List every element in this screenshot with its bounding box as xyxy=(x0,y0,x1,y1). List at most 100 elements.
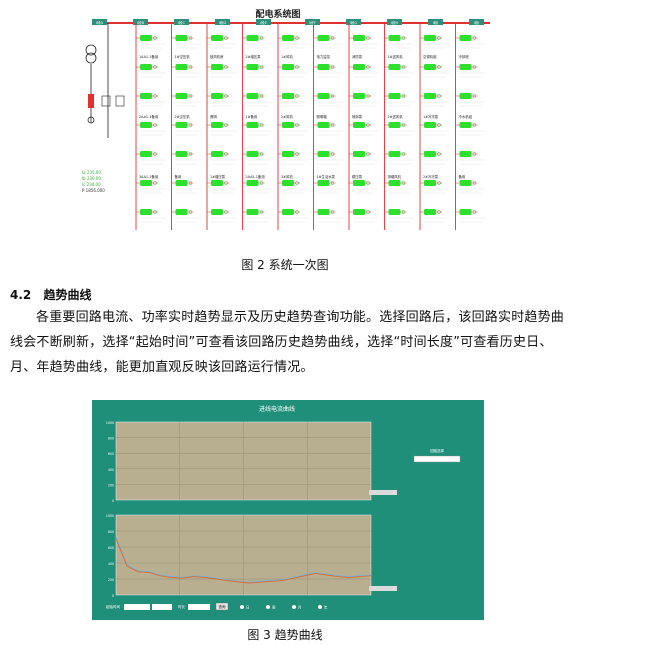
figure-2-caption: 图 2 系统一次图 xyxy=(241,258,329,272)
ct-symbol xyxy=(330,210,335,214)
radio-option xyxy=(318,605,322,609)
feeder-label: 空调机组 xyxy=(423,54,437,59)
radio-option-label: 年 xyxy=(324,605,328,610)
breaker-symbol xyxy=(140,209,152,215)
ct-symbol xyxy=(472,94,477,98)
y-tick-label: 200 xyxy=(108,483,114,487)
ct-symbol xyxy=(259,36,264,40)
length-input xyxy=(188,604,210,610)
y-tick-label: 1000 xyxy=(106,421,114,425)
ct-symbol xyxy=(437,123,441,127)
ct-symbol xyxy=(366,36,370,40)
y-tick-label: 200 xyxy=(108,578,114,582)
breaker-symbol xyxy=(317,64,330,70)
breaker-symbol xyxy=(353,93,365,99)
ct-symbol xyxy=(472,210,477,214)
ct-symbol xyxy=(401,65,406,69)
ct-symbol xyxy=(153,94,157,98)
feeder-label: 2#增压泵 xyxy=(246,54,262,59)
breaker-symbol xyxy=(424,209,436,215)
breaker-symbol xyxy=(317,93,330,99)
ct-symbol xyxy=(330,123,335,127)
breaker-symbol xyxy=(175,209,188,215)
incoming-reading: Ic 234.00 xyxy=(82,182,101,187)
ct-symbol xyxy=(437,181,441,185)
ct-icon xyxy=(87,116,95,124)
ct-symbol xyxy=(330,94,335,98)
feeder-label: 3#风机 xyxy=(281,174,293,179)
breaker-symbol xyxy=(353,151,365,157)
breaker-symbol xyxy=(353,64,365,70)
bus-tag-label: I段F xyxy=(309,20,316,25)
feeder-label: 备用 xyxy=(459,174,466,179)
ct-symbol xyxy=(188,181,193,185)
ct-symbol xyxy=(330,152,335,156)
feeder-label: 1#送风机 xyxy=(388,54,404,59)
ct-symbol xyxy=(224,152,228,156)
breaker-symbol xyxy=(388,209,401,215)
series-line xyxy=(115,537,372,583)
y-tick-label: 0 xyxy=(112,594,114,598)
bus-tag-label: I段C xyxy=(178,20,186,25)
feeder-label: 2#风机 xyxy=(281,114,293,119)
ct-symbol xyxy=(295,94,299,98)
breaker-symbol xyxy=(175,122,188,128)
ct-symbol xyxy=(224,181,228,185)
bus-tag-label: I段I xyxy=(433,20,439,25)
transformer-icon xyxy=(85,52,97,64)
breaker-symbol xyxy=(459,180,472,186)
breaker-symbol xyxy=(246,151,259,157)
y-tick-label: 800 xyxy=(108,530,114,534)
bus-tag-label: I段A xyxy=(96,20,104,25)
breaker-symbol xyxy=(388,180,401,186)
bus-tag xyxy=(387,19,402,25)
ct-symbol xyxy=(295,36,299,40)
feeder-label: 排烟风机 xyxy=(388,174,402,179)
feeder-label: 1#增压泵 xyxy=(210,174,226,179)
breaker-symbol xyxy=(353,35,365,41)
ct-symbol xyxy=(224,94,228,98)
ct-symbol xyxy=(330,181,335,185)
series-line xyxy=(115,538,372,584)
ct-symbol xyxy=(472,152,477,156)
start-time-input xyxy=(152,604,172,610)
ct-symbol xyxy=(437,36,441,40)
breaker-symbol xyxy=(353,180,365,186)
y-tick-label: 600 xyxy=(108,452,114,456)
breaker-symbol xyxy=(246,122,259,128)
breaker-symbol xyxy=(140,122,152,128)
diagram-title: 配电系统图 xyxy=(255,8,300,20)
breaker-symbol xyxy=(459,35,472,41)
ct-symbol xyxy=(330,65,335,69)
feeder-column: 1#风机 2#风机 3#风机 xyxy=(277,23,308,230)
feeder-label: 照明箱 xyxy=(317,114,328,119)
ct-symbol xyxy=(366,152,370,156)
breaker-symbol xyxy=(211,151,223,157)
breaker-symbol xyxy=(282,93,294,99)
breaker-symbol xyxy=(388,64,401,70)
feeder-label: 1#风机 xyxy=(281,54,293,59)
ct-symbol xyxy=(153,123,157,127)
ct-symbol xyxy=(153,36,157,40)
breaker-symbol xyxy=(353,122,365,128)
ct-symbol xyxy=(401,210,406,214)
ct-symbol xyxy=(224,210,228,214)
ct-symbol xyxy=(401,36,406,40)
incoming-reading: Ia 235.00 xyxy=(82,170,101,175)
ct-symbol xyxy=(153,181,157,185)
breaker-symbol xyxy=(282,151,294,157)
feeder-label: 1#冷冻泵 xyxy=(423,114,439,119)
feeder-label: 冷却塔 xyxy=(459,54,470,59)
radio-option-label: 日 xyxy=(246,606,250,610)
feeder-label: 消防泵 xyxy=(352,54,363,59)
ct-symbol xyxy=(188,65,193,69)
transformer-icon xyxy=(85,44,97,56)
breaker-symbol xyxy=(246,35,259,41)
